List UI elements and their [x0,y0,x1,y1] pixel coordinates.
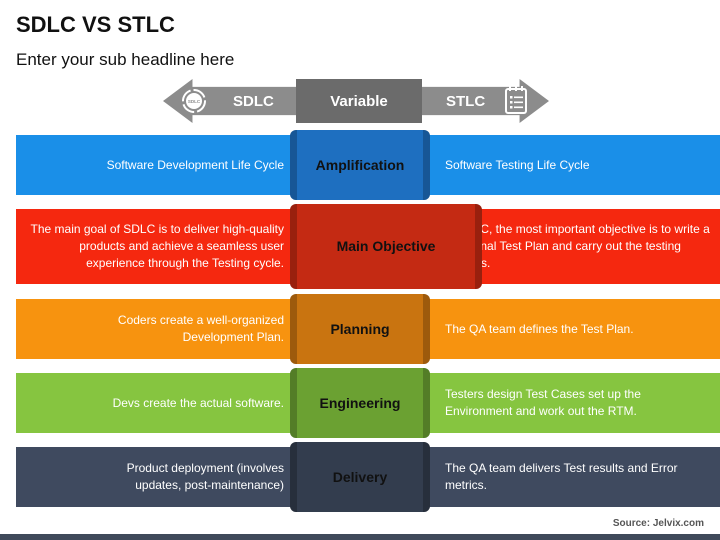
sdlc-icon-text: SDLC [188,99,201,104]
variable-header: Variable [296,79,422,123]
variable-label: Planning [290,294,430,364]
sdlc-header-label: SDLC [233,92,274,110]
comparison-row-delivery: Product deployment (involves updates, po… [16,442,720,512]
sdlc-panel: Coders create a well-organized Developme… [16,299,292,359]
sdlc-text: Devs create the actual software. [112,395,284,410]
variable-label: Engineering [290,368,430,438]
stlc-panel: The QA team delivers Test results and Er… [428,447,720,507]
stlc-text: The QA team delivers Test results and Er… [445,461,678,492]
stlc-panel: The QA team defines the Test Plan. [428,299,720,359]
sdlc-panel: Devs create the actual software. [16,373,292,433]
stlc-text: In STLC, the most important objective is… [445,222,710,270]
source-credit: Source: Jelvix.com [612,518,704,529]
sdlc-text: The main goal of SDLC is to deliver high… [30,222,284,270]
sdlc-panel: Software Development Life Cycle [16,135,292,195]
stlc-panel: Testers design Test Cases set up the Env… [428,373,720,433]
variable-label: Amplification [290,130,430,200]
stlc-text: Software Testing Life Cycle [445,157,590,172]
variable-label: Delivery [290,442,430,512]
footer-bar [0,534,720,540]
stlc-header-label: STLC [446,92,486,110]
stlc-text: Testers design Test Cases set up the Env… [445,387,641,418]
page-title: SDLC VS STLC [16,12,175,37]
comparison-row-engineering: Devs create the actual software. Testers… [16,368,720,438]
stlc-panel: Software Testing Life Cycle [428,135,720,195]
comparison-row-main-objective: The main goal of SDLC is to deliver high… [16,204,720,289]
stlc-text: The QA team defines the Test Plan. [445,321,634,336]
sdlc-text: Coders create a well-organized Developme… [117,313,284,344]
sdlc-panel: Product deployment (involves updates, po… [16,447,292,507]
sdlc-text: Product deployment (involves updates, po… [126,461,284,492]
comparison-row-planning: Coders create a well-organized Developme… [16,294,720,364]
comparison-row-amplification: Software Development Life Cycle Software… [16,130,720,200]
sdlc-panel: The main goal of SDLC is to deliver high… [16,209,292,284]
page-subtitle: Enter your sub headline here [16,50,235,69]
checklist-icon [505,86,527,114]
sdlc-text: Software Development Life Cycle [106,157,284,172]
sdlc-cycle-icon: SDLC [182,89,206,113]
variable-label: Main Objective [290,204,482,289]
